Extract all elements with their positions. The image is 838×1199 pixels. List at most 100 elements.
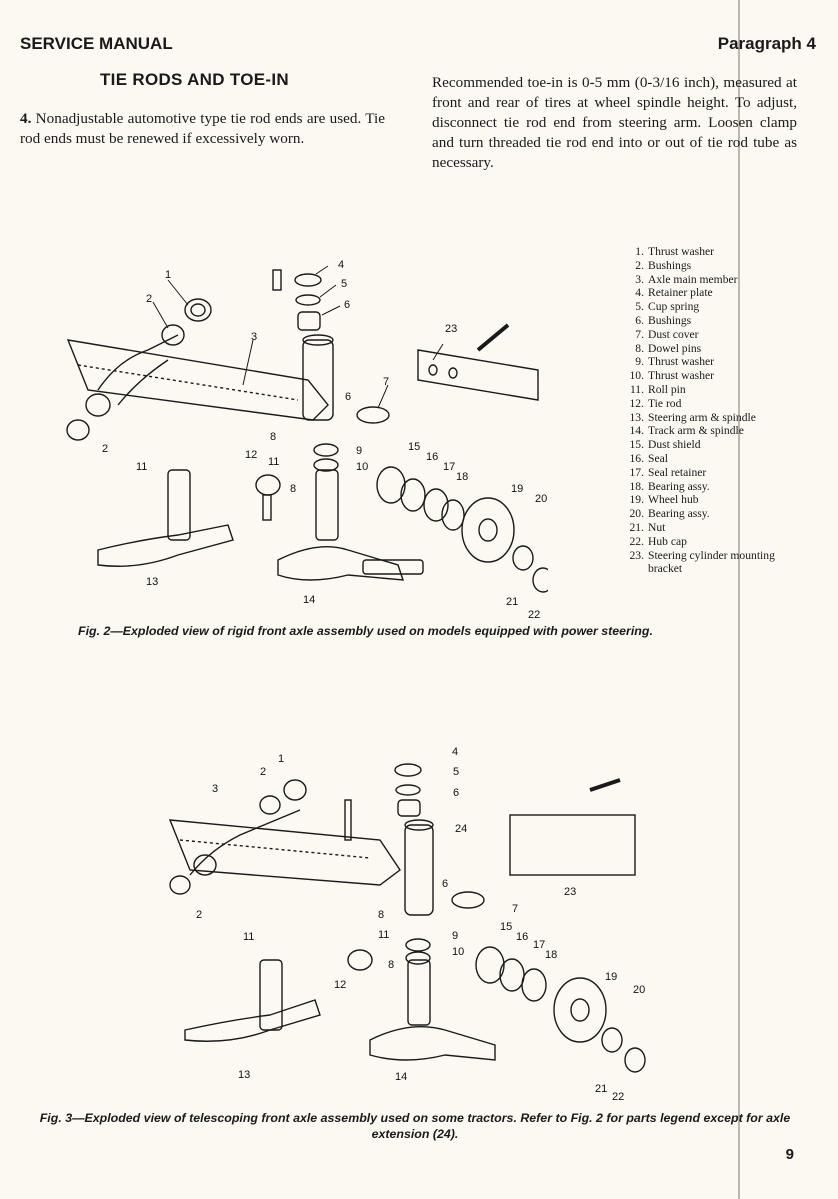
svg-text:22: 22	[528, 609, 540, 621]
legend-item: 5. Cup spring	[622, 300, 782, 314]
legend-number: 23.	[629, 548, 645, 562]
svg-text:11: 11	[136, 461, 147, 473]
legend-item: 13.Steering arm & spindle	[622, 411, 782, 425]
legend-number: 9.	[635, 355, 644, 369]
svg-text:17: 17	[533, 939, 545, 951]
svg-text:13: 13	[146, 576, 158, 588]
legend-item: 4. Retainer plate	[622, 286, 782, 300]
legend-number: 15.	[629, 438, 645, 452]
svg-text:8: 8	[388, 959, 394, 971]
legend-number: 18.	[629, 479, 645, 493]
svg-text:20: 20	[633, 984, 645, 996]
svg-text:7: 7	[383, 376, 389, 388]
legend-number: 14.	[629, 424, 645, 438]
legend-item: 20.Bearing assy.	[622, 507, 782, 521]
svg-text:21: 21	[506, 596, 518, 608]
legend-number: 17.	[629, 465, 645, 479]
legend-number: 4.	[635, 286, 644, 300]
legend-label: Nut	[648, 520, 666, 534]
svg-text:5: 5	[341, 278, 347, 290]
legend-label: Track arm & spindle	[648, 424, 744, 438]
svg-text:11: 11	[243, 931, 254, 943]
left-paragraph: 4. Nonadjustable automotive type tie rod…	[20, 109, 385, 149]
svg-text:1: 1	[165, 269, 171, 281]
right-paragraph: Recommended toe-in is 0-5 mm (0-3/16 inc…	[432, 74, 797, 171]
legend-item: 22.Hub cap	[622, 535, 782, 549]
legend-number: 8.	[635, 341, 644, 355]
svg-text:3: 3	[212, 783, 218, 795]
svg-text:20: 20	[535, 493, 547, 505]
legend-label: Wheel hub	[648, 493, 699, 507]
legend-label: Bearing assy.	[648, 507, 710, 521]
legend-label: Seal retainer	[648, 465, 707, 479]
legend-label: Dowel pins	[648, 341, 702, 355]
svg-text:12: 12	[245, 449, 257, 461]
svg-text:7: 7	[512, 903, 518, 915]
legend-number: 21.	[629, 520, 645, 534]
legend-label: Tie rod	[648, 396, 682, 410]
page-edge-line	[738, 0, 740, 1199]
legend-item: 11.Roll pin	[622, 383, 782, 397]
legend-label: Cup spring	[648, 300, 700, 314]
svg-text:19: 19	[511, 483, 523, 495]
legend-item: 9.Thrust washer	[622, 355, 782, 369]
legend-item: 7.Dust cover	[622, 328, 782, 342]
running-header-left: SERVICE MANUAL	[20, 34, 173, 53]
legend-number: 22.	[629, 534, 645, 548]
legend-label: Seal	[648, 451, 668, 465]
legend-item: 10.Thrust washer	[622, 369, 782, 383]
svg-text:13: 13	[238, 1069, 250, 1081]
legend-number: 11.	[629, 382, 644, 396]
svg-text:6: 6	[344, 299, 350, 311]
svg-text:10: 10	[452, 946, 464, 958]
svg-text:8: 8	[290, 483, 296, 495]
svg-text:8: 8	[270, 431, 276, 443]
svg-text:18: 18	[545, 949, 557, 961]
svg-text:11: 11	[268, 456, 279, 468]
svg-text:5: 5	[453, 766, 459, 778]
legend-item: 6.Bushings	[622, 314, 782, 328]
svg-text:9: 9	[356, 445, 362, 457]
fig2-caption: Fig. 2—Exploded view of rigid front axle…	[78, 624, 653, 638]
svg-text:8: 8	[378, 909, 384, 921]
svg-text:23: 23	[445, 323, 457, 335]
svg-text:9: 9	[452, 930, 458, 942]
legend-label: Thrust washer	[648, 245, 715, 258]
legend-number: 1.	[635, 245, 644, 258]
legend-label: Steering cylinder mounting bracket	[648, 548, 775, 576]
svg-text:16: 16	[516, 931, 528, 943]
legend-item: 23.Steering cylinder mounting bracket	[622, 549, 782, 577]
svg-text:2: 2	[146, 293, 152, 305]
legend-item: 19.Wheel hub	[622, 493, 782, 507]
svg-text:23: 23	[564, 886, 576, 898]
legend-item: 16.Seal	[622, 452, 782, 466]
paragraph-number: 4.	[20, 110, 32, 127]
legend-label: Hub cap	[648, 534, 687, 548]
legend-label: Axle main member	[648, 272, 738, 286]
legend-label: Dust cover	[648, 327, 699, 341]
legend-label: Steering arm & spindle	[648, 410, 756, 424]
svg-text:2: 2	[102, 443, 108, 455]
legend-number: 5.	[635, 300, 644, 314]
svg-text:22: 22	[612, 1091, 624, 1100]
svg-text:2: 2	[260, 766, 266, 778]
svg-text:15: 15	[408, 441, 420, 453]
svg-text:19: 19	[605, 971, 617, 983]
svg-text:6: 6	[345, 391, 351, 403]
svg-text:21: 21	[595, 1083, 607, 1095]
legend-item: 8. Dowel pins	[622, 342, 782, 356]
legend-item: 18.Bearing assy.	[622, 480, 782, 494]
legend-item: 15.Dust shield	[622, 438, 782, 452]
fig3-caption: Fig. 3—Exploded view of telescoping fron…	[39, 1111, 791, 1141]
legend-item: 17.Seal retainer	[622, 466, 782, 480]
legend-number: 19.	[629, 493, 645, 507]
legend-number: 3.	[635, 272, 644, 286]
legend-label: Bearing assy.	[648, 479, 710, 493]
svg-text:6: 6	[453, 787, 459, 799]
legend-number: 20.	[629, 507, 645, 521]
svg-text:10: 10	[356, 461, 368, 473]
legend-label: Retainer plate	[648, 286, 713, 300]
